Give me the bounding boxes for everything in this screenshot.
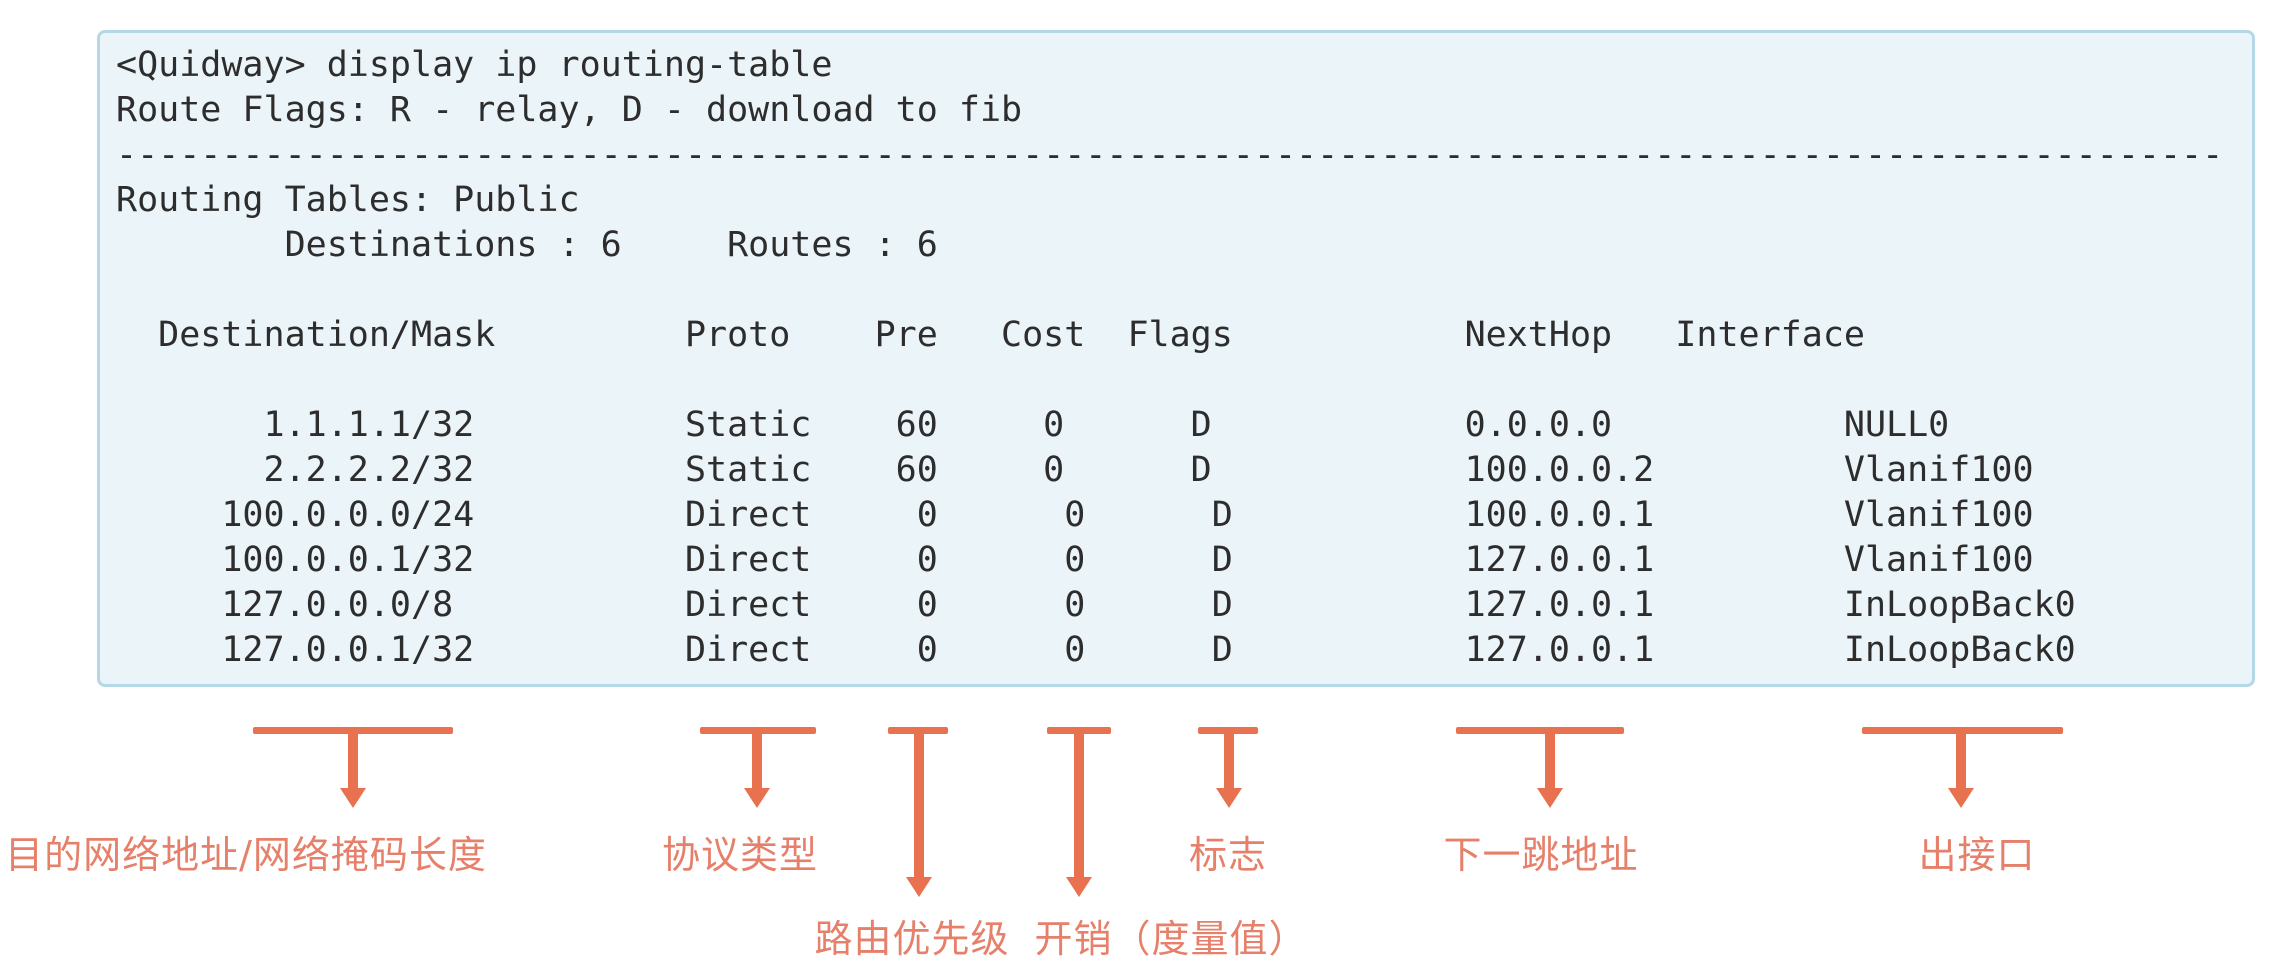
arrow-head-icon [1216, 788, 1242, 808]
arrow-head-icon [906, 877, 932, 897]
arrow-bar-icon [1862, 727, 2063, 734]
arrow-bar-icon [1456, 727, 1624, 734]
arrow-head-icon [340, 788, 366, 808]
annotation-label: 开销（度量值） [1034, 917, 1308, 961]
arrow-stem-icon [1956, 733, 1966, 790]
arrow-head-icon [1066, 877, 1092, 897]
arrow-head-icon [744, 788, 770, 808]
annotation-label: 目的网络地址/网络掩码长度 [5, 833, 487, 877]
annotation-label: 下一跳地址 [1443, 833, 1639, 877]
annotation-label: 标志 [1188, 833, 1267, 877]
arrow-bar-icon [888, 727, 948, 734]
console-output: <Quidway> display ip routing-table Route… [116, 45, 2224, 670]
arrow-head-icon [1537, 788, 1563, 808]
arrow-stem-icon [348, 733, 358, 790]
arrow-head-icon [1948, 788, 1974, 808]
arrow-bar-icon [700, 727, 816, 734]
arrow-stem-icon [1074, 733, 1084, 879]
console-panel: <Quidway> display ip routing-table Route… [97, 30, 2255, 687]
arrow-bar-icon [1198, 727, 1258, 734]
arrow-stem-icon [1224, 733, 1234, 790]
arrow-stem-icon [914, 733, 924, 879]
arrow-bar-icon [1047, 727, 1111, 734]
annotation-label: 路由优先级 [814, 917, 1010, 961]
arrow-stem-icon [1545, 733, 1555, 790]
annotation-label: 出接口 [1918, 833, 2036, 877]
arrow-stem-icon [752, 733, 762, 790]
annotation-label: 协议类型 [661, 833, 818, 877]
arrow-bar-icon [253, 727, 453, 734]
